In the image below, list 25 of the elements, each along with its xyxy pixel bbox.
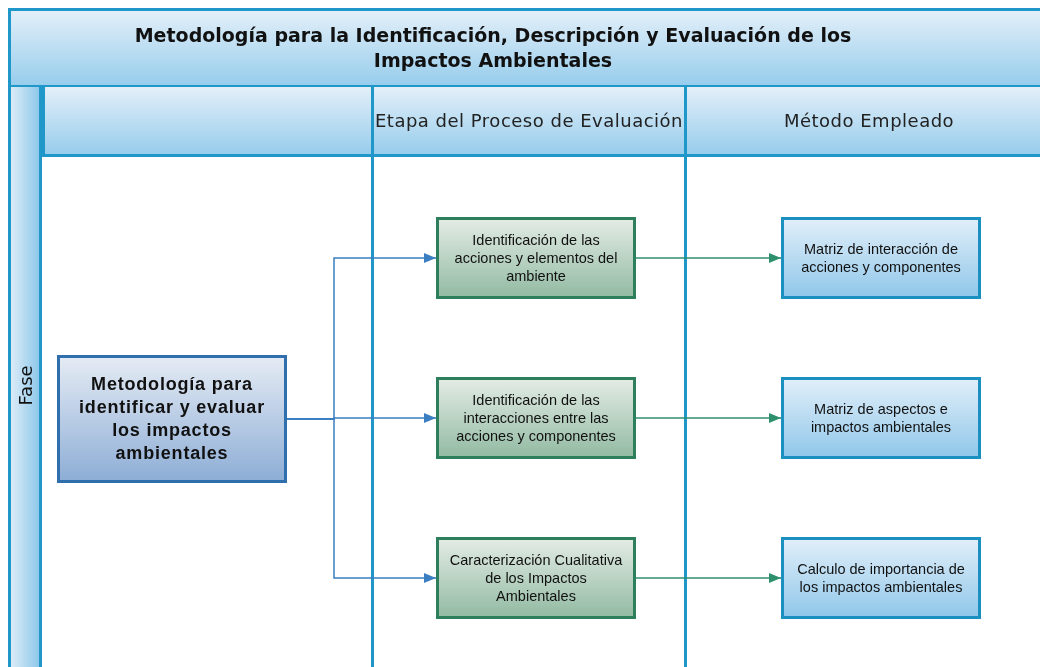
process-box — [781, 377, 981, 459]
connector-arrow — [635, 413, 782, 423]
diagram-title: Metodología para la Identificación, Descripción y Evaluación de los Impactos Ambientales — [133, 23, 853, 73]
column-header — [684, 87, 1040, 157]
lane-label: Fase — [14, 365, 36, 406]
box-text: Caracterización Cualitativa de los Impactos Ambientales — [448, 551, 624, 605]
process-box — [436, 217, 636, 299]
process-box — [781, 217, 981, 299]
process-box — [436, 377, 636, 459]
process-box — [57, 355, 287, 483]
box-text: Matriz de interacción de acciones y componentes — [800, 240, 962, 276]
lane-header — [8, 87, 42, 667]
box-text: Metodología para identificar y evaluar los impactos ambientales — [78, 373, 266, 465]
box-text: Matriz de aspectos e impactos ambientales — [809, 400, 953, 436]
process-box — [436, 537, 636, 619]
process-box — [781, 537, 981, 619]
connector-arrow — [635, 253, 782, 263]
column-header — [371, 87, 687, 157]
connector-arrow — [286, 418, 437, 583]
connector-arrow — [635, 573, 782, 583]
header-text: Etapa del Proceso de Evaluación — [374, 109, 683, 133]
box-text: Calculo de importancia de los impactos ambientales — [796, 560, 966, 596]
box-text: Identificación de las acciones y elementos del ambiente — [453, 231, 619, 285]
header-text: Método Empleado — [783, 109, 955, 133]
box-text: Identificación de las interacciones entre las acciones y componentes — [455, 391, 617, 445]
